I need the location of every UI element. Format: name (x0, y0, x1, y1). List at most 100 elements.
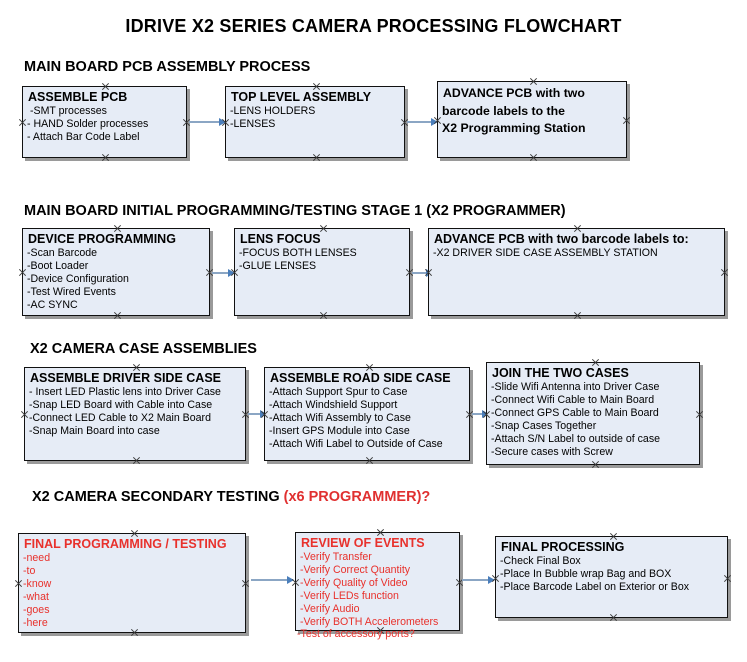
box-title: ASSEMBLE PCB (28, 90, 128, 104)
section-heading-text: X2 CAMERA SECONDARY TESTING (32, 489, 284, 505)
connection-handle-bottom-icon[interactable] (365, 456, 374, 465)
connection-handle-bottom-icon[interactable] (573, 311, 582, 320)
box-lens-focus[interactable]: LENS FOCUS -FOCUS BOTH LENSES -GLUE LENS… (234, 228, 410, 316)
box-line: -Connect Wifi Cable to Main Board (491, 394, 655, 406)
box-line: -Verify LEDs function (300, 590, 399, 602)
connector-road-side-to-join-cases (472, 410, 489, 418)
connection-handle-bottom-icon[interactable] (319, 311, 328, 320)
arrow-head-icon (228, 269, 235, 277)
box-line: -Insert GPS Module into Case (269, 425, 410, 437)
connector-driver-side-to-road-side (248, 410, 267, 418)
box-line: -know (23, 578, 52, 590)
connection-handle-left-icon[interactable] (18, 268, 27, 277)
connection-handle-bottom-icon[interactable] (101, 153, 110, 162)
section-heading-main-board-initial-programming: MAIN BOARD INITIAL PROGRAMMING/TESTING S… (24, 203, 566, 219)
box-line: -here (23, 617, 48, 629)
connection-handle-bottom-icon[interactable] (113, 311, 122, 320)
box-line: -Scan Barcode (27, 247, 98, 259)
box-top-level-assembly[interactable]: TOP LEVEL ASSEMBLY -LENS HOLDERS -LENSES (225, 86, 405, 158)
box-line: barcode labels to the (442, 104, 565, 118)
box-line: -GLUE LENSES (239, 260, 317, 272)
connection-handle-bottom-icon[interactable] (609, 613, 618, 622)
box-line: -X2 DRIVER SIDE CASE ASSEMBLY STATION (433, 247, 658, 259)
box-line: -Test Wired Events (27, 286, 116, 298)
box-title: TOP LEVEL ASSEMBLY (231, 90, 372, 104)
connection-handle-right-icon[interactable] (720, 268, 729, 277)
arrow-head-icon (482, 410, 489, 418)
box-final-programming-testing[interactable]: FINAL PROGRAMMING / TESTING -need -to -k… (18, 533, 246, 633)
box-line: -what (23, 591, 49, 603)
connector-top-level-assembly-to-advance-pcb (407, 118, 438, 126)
box-line: -Attach Wifi Assembly to Case (269, 412, 411, 424)
box-line: -Attach Windshield Support (269, 399, 398, 411)
box-line: -Slide Wifi Antenna into Driver Case (491, 381, 660, 393)
box-title: JOIN THE TWO CASES (492, 366, 629, 380)
box-line: -Secure cases with Screw (491, 446, 613, 458)
box-line: -SMT processes (30, 105, 107, 117)
box-line: -Verify Transfer (300, 551, 372, 563)
arrow-head-icon (260, 410, 267, 418)
connection-handle-bottom-icon[interactable] (591, 460, 600, 469)
box-line: -Snap Main Board into case (29, 425, 160, 437)
box-line: -Connect LED Cable to X2 Main Board (29, 412, 211, 424)
box-line: -Snap Cases Together (491, 420, 597, 432)
box-title: REVIEW OF EVENTS (301, 536, 425, 550)
box-title: ASSEMBLE DRIVER SIDE CASE (30, 371, 222, 385)
box-line: - Attach Bar Code Label (27, 131, 140, 143)
box-line: -LENS HOLDERS (230, 105, 316, 117)
box-line: -Verify Quality of Video (300, 577, 408, 589)
connection-handle-bottom-icon[interactable] (132, 456, 141, 465)
box-line: -FOCUS BOTH LENSES (239, 247, 357, 259)
box-line: -Verify BOTH Accelerometers (300, 616, 439, 628)
connector-device-programming-to-lens-focus (212, 269, 235, 277)
box-advance-pcb-to-x2-programming-station[interactable]: ADVANCE PCB with two barcode labels to t… (437, 81, 627, 158)
box-final-processing[interactable]: FINAL PROCESSING -Check Final Box -Place… (495, 536, 728, 618)
box-line: -Place Barcode Label on Exterior or Box (500, 581, 690, 593)
box-line: -LENSES (230, 118, 276, 130)
box-line: -need (23, 552, 51, 564)
box-line: -AC SYNC (27, 299, 78, 311)
connection-handle-right-icon[interactable] (622, 116, 631, 125)
box-line: -Device Configuration (27, 273, 129, 285)
box-line: -Verify Correct Quantity (300, 564, 411, 576)
arrow-head-icon (219, 118, 226, 126)
connection-handle-left-icon[interactable] (18, 118, 27, 127)
section-heading-text: X2 CAMERA CASE ASSEMBLIES (30, 341, 257, 357)
box-line: -Place In Bubble wrap Bag and BOX (500, 568, 672, 580)
section-heading-x2-camera-case-assemblies: X2 CAMERA CASE ASSEMBLIES (30, 341, 257, 357)
box-title: ADVANCE PCB with two barcode labels to: (434, 232, 689, 246)
section-heading-main-board-pcb-assembly: MAIN BOARD PCB ASSEMBLY PROCESS (24, 59, 310, 75)
box-title: FINAL PROCESSING (501, 540, 625, 554)
connection-handle-left-icon[interactable] (20, 410, 29, 419)
connection-handle-right-icon[interactable] (241, 579, 250, 588)
box-line-overflow: -Test of accessory ports? (297, 628, 415, 640)
box-assemble-driver-side-case[interactable]: ASSEMBLE DRIVER SIDE CASE - Insert LED P… (24, 367, 246, 461)
section-heading-x2-camera-secondary-testing: X2 CAMERA SECONDARY TESTING (x6 PROGRAMM… (32, 489, 430, 505)
arrow-head-icon (488, 576, 495, 584)
connector-final-programming-to-review-of-events (251, 576, 294, 584)
box-title: ASSEMBLE ROAD SIDE CASE (270, 371, 451, 385)
connection-handle-bottom-icon[interactable] (529, 153, 538, 162)
connection-handle-right-icon[interactable] (695, 410, 704, 419)
box-line: -Check Final Box (500, 555, 581, 567)
page-title: IDRIVE X2 SERIES CAMERA PROCESSING FLOWC… (125, 16, 622, 36)
box-advance-pcb-to-driver-side-case-assembly[interactable]: ADVANCE PCB with two barcode labels to: … (428, 228, 725, 316)
box-line: -Attach Wifi Label to Outside of Case (269, 438, 443, 450)
box-device-programming[interactable]: DEVICE PROGRAMMING -Scan Barcode -Boot L… (22, 228, 210, 316)
connection-handle-left-icon[interactable] (14, 579, 23, 588)
connection-handle-right-icon[interactable] (723, 574, 732, 583)
box-assemble-pcb[interactable]: ASSEMBLE PCB -SMT processes - HAND Solde… (22, 86, 187, 158)
connection-handle-bottom-icon[interactable] (312, 153, 321, 162)
box-review-of-events[interactable]: REVIEW OF EVENTS -Verify Transfer -Verif… (295, 532, 460, 631)
box-line: - HAND Solder processes (27, 118, 149, 130)
section-heading-text: MAIN BOARD PCB ASSEMBLY PROCESS (24, 59, 311, 75)
box-title: LENS FOCUS (240, 232, 321, 246)
box-assemble-road-side-case[interactable]: ASSEMBLE ROAD SIDE CASE -Attach Support … (264, 367, 470, 461)
box-title: ADVANCE PCB with two (443, 86, 585, 100)
box-line: -to (23, 565, 36, 577)
arrow-head-icon (431, 118, 438, 126)
box-line: - Insert LED Plastic lens into Driver Ca… (29, 386, 221, 398)
box-join-the-two-cases[interactable]: JOIN THE TWO CASES -Slide Wifi Antenna i… (486, 362, 700, 465)
box-line: -Connect GPS Cable to Main Board (491, 407, 659, 419)
